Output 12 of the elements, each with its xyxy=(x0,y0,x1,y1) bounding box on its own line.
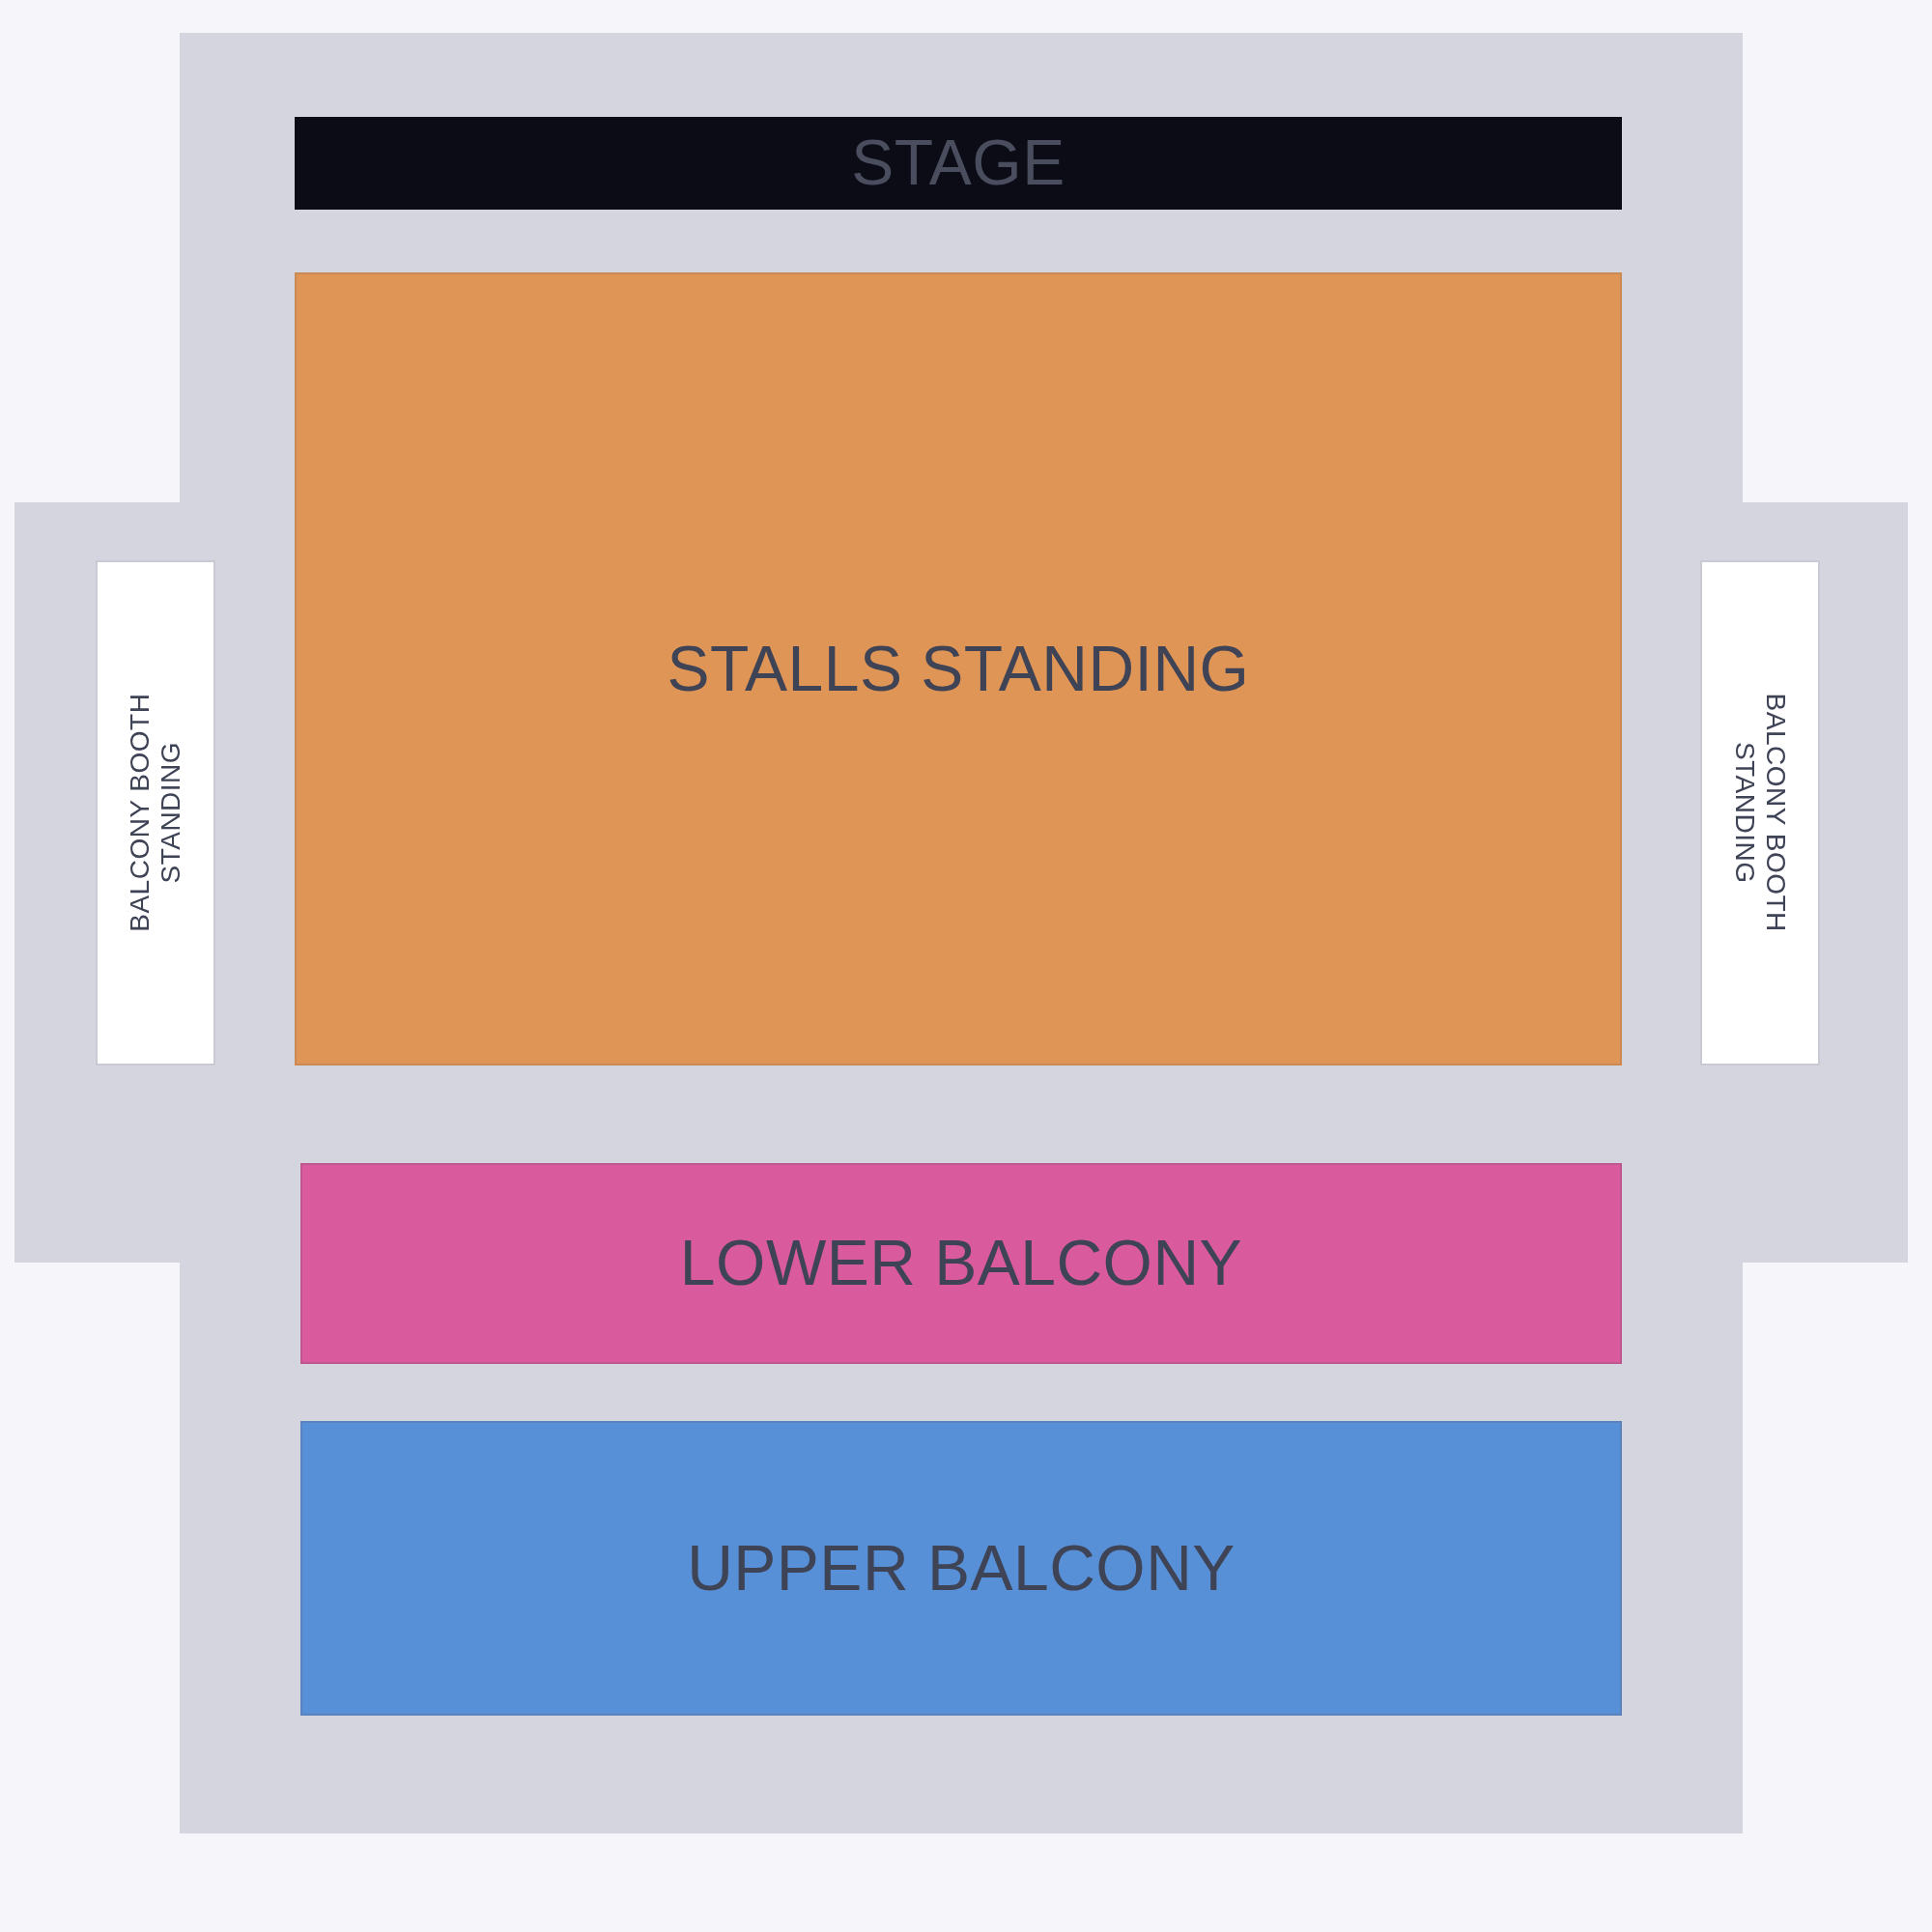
booth-section xyxy=(96,560,215,1065)
stalls-section xyxy=(295,272,1622,1065)
section-label: STALLS STANDING xyxy=(667,632,1250,706)
section-label: BALCONY BOOTH STANDING xyxy=(1729,692,1792,935)
section-label: STAGE xyxy=(851,127,1065,200)
section-label: LOWER BALCONY xyxy=(679,1227,1243,1300)
stage-area xyxy=(295,117,1622,210)
section-label: UPPER BALCONY xyxy=(687,1531,1236,1605)
section-label: BALCONY BOOTH STANDING xyxy=(124,692,186,935)
upper-balcony-section xyxy=(300,1421,1622,1716)
lower-balcony-section xyxy=(300,1163,1622,1364)
booth-section xyxy=(1700,560,1820,1065)
